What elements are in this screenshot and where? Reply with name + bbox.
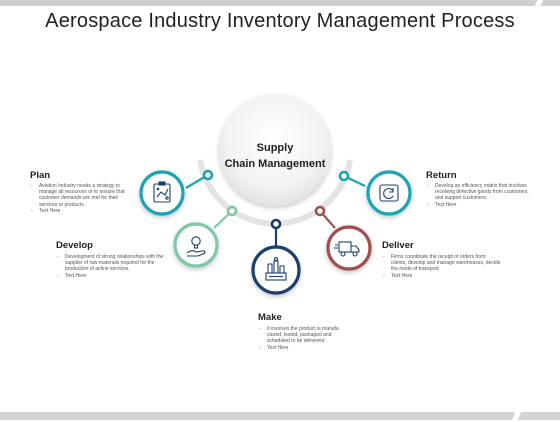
plan-title: Plan [30,170,51,181]
page-title: Aerospace Industry Inventory Management … [45,10,515,32]
make-desc: It involves the product is manufa ctured… [258,326,350,345]
top-accent-bar [0,0,560,9]
hand-lightbulb-icon [186,236,206,257]
center-label-line1: Supply [256,142,294,154]
make-extra: Text Here [258,345,350,351]
deliver-desc: Firms coordinate the receipt of orders f… [382,254,502,273]
delivery-truck-icon [334,241,360,257]
develop-title: Develop [56,240,93,251]
center-label: Supply Chain Management [215,140,335,172]
center-label-line2: Chain Management [224,158,326,170]
deliver-extra: Text Here [382,273,502,279]
return-circle [366,170,412,216]
return-title: Return [426,170,457,181]
return-bullets: Develop an efficiency matrix that involv… [426,183,538,208]
return-dot [338,170,350,182]
deliver-title: Deliver [382,240,414,251]
plan-connector [185,175,207,189]
factory-tools-icon [265,256,287,281]
deliver-circle [326,225,372,271]
return-desc: Develop an efficiency matrix that involv… [426,183,538,202]
make-title: Make [258,312,282,323]
plan-extra: Text Here [30,208,130,214]
deliver-dot [314,205,326,217]
plan-desc: Aviation Industry needs a strategy to ma… [30,183,130,208]
deliver-bullets: Firms coordinate the receipt of orders f… [382,254,502,279]
make-bullets: It involves the product is manufa ctured… [258,326,350,351]
make-dot [270,218,282,230]
develop-extra: Text Here [56,273,168,279]
bottom-accent-bar [0,408,560,422]
develop-desc: Development of strong relationships with… [56,254,168,273]
strategy-board-icon [153,181,171,203]
plan-bullets: Aviation Industry needs a strategy to ma… [30,183,130,214]
return-box-icon [379,184,399,202]
develop-bullets: Development of strong relationships with… [56,254,168,279]
return-extra: Text Here [426,202,538,208]
make-circle [251,245,301,295]
center-circle [219,94,331,206]
develop-dot [226,205,238,217]
plan-dot [202,169,214,181]
